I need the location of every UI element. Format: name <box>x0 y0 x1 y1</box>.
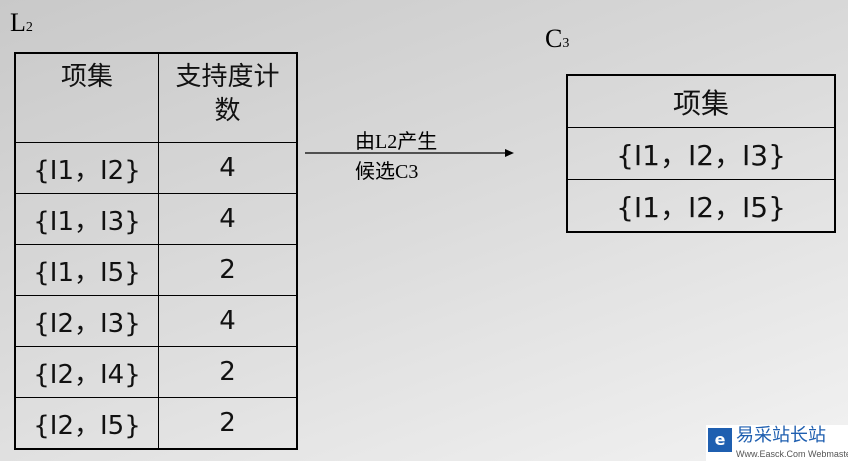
c3-label-main: C <box>545 24 563 53</box>
arrow-text: 由L2产生 候选C3 <box>355 127 437 187</box>
count-cell: 4 <box>158 193 298 245</box>
c3-label-sub: 3 <box>562 36 570 51</box>
l2-label-main: L <box>10 8 26 37</box>
itemset-cell: {I2，I4} <box>14 346 159 398</box>
count-cell: 4 <box>158 295 298 347</box>
itemset-cell: {I1，I2，I3} <box>566 127 836 180</box>
watermark-tagline: Www.Easck.Com Webmaster <box>736 449 848 459</box>
count-cell: 2 <box>158 244 298 296</box>
logo-icon: e <box>708 428 732 452</box>
l2-label: L2 <box>10 8 33 38</box>
l2-label-sub: 2 <box>25 20 33 35</box>
header-itemset: 项集 <box>566 74 836 128</box>
itemset-cell: {I1，I2} <box>14 142 159 194</box>
itemset-cell: {I2，I3} <box>14 295 159 347</box>
itemset-cell: {I1，I5} <box>14 244 159 296</box>
table-row: {I1，I2，I5} <box>566 179 836 233</box>
table-row: {I1，I2，I3} <box>566 127 836 180</box>
l2-table: 项集 支持度计数 {I1，I2}4 {I1，I3}4 {I1，I5}2 {I2，… <box>14 52 298 450</box>
arrow-icon <box>305 149 514 157</box>
watermark-logo: e 易采站长站 Www.Easck.Com Webmaster <box>706 425 848 461</box>
table-row: {I2，I3}4 <box>14 295 298 347</box>
table-row: {I2，I4}2 <box>14 346 298 398</box>
table-row: {I1，I2}4 <box>14 142 298 194</box>
itemset-cell: {I1，I3} <box>14 193 159 245</box>
c3-label: C3 <box>545 24 569 54</box>
arrow-text-line-2: 候选C3 <box>355 161 419 183</box>
count-cell: 2 <box>158 346 298 398</box>
table-row: {I2，I5}2 <box>14 397 298 450</box>
table-row: {I1，I5}2 <box>14 244 298 296</box>
itemset-cell: {I1，I2，I5} <box>566 179 836 233</box>
count-cell: 4 <box>158 142 298 194</box>
table-row: {I1，I3}4 <box>14 193 298 245</box>
arrow-text-line-1: 由L2产生 <box>355 131 438 153</box>
count-cell: 2 <box>158 397 298 450</box>
header-support-count: 支持度计数 <box>158 52 298 143</box>
itemset-cell: {I2，I5} <box>14 397 159 450</box>
table-header-row: 项集 支持度计数 <box>14 52 298 143</box>
table-header-row: 项集 <box>566 74 836 128</box>
watermark-name: 易采站长站 <box>736 425 826 446</box>
c3-table: 项集 {I1，I2，I3} {I1，I2，I5} <box>566 74 836 233</box>
header-itemset: 项集 <box>14 52 159 143</box>
